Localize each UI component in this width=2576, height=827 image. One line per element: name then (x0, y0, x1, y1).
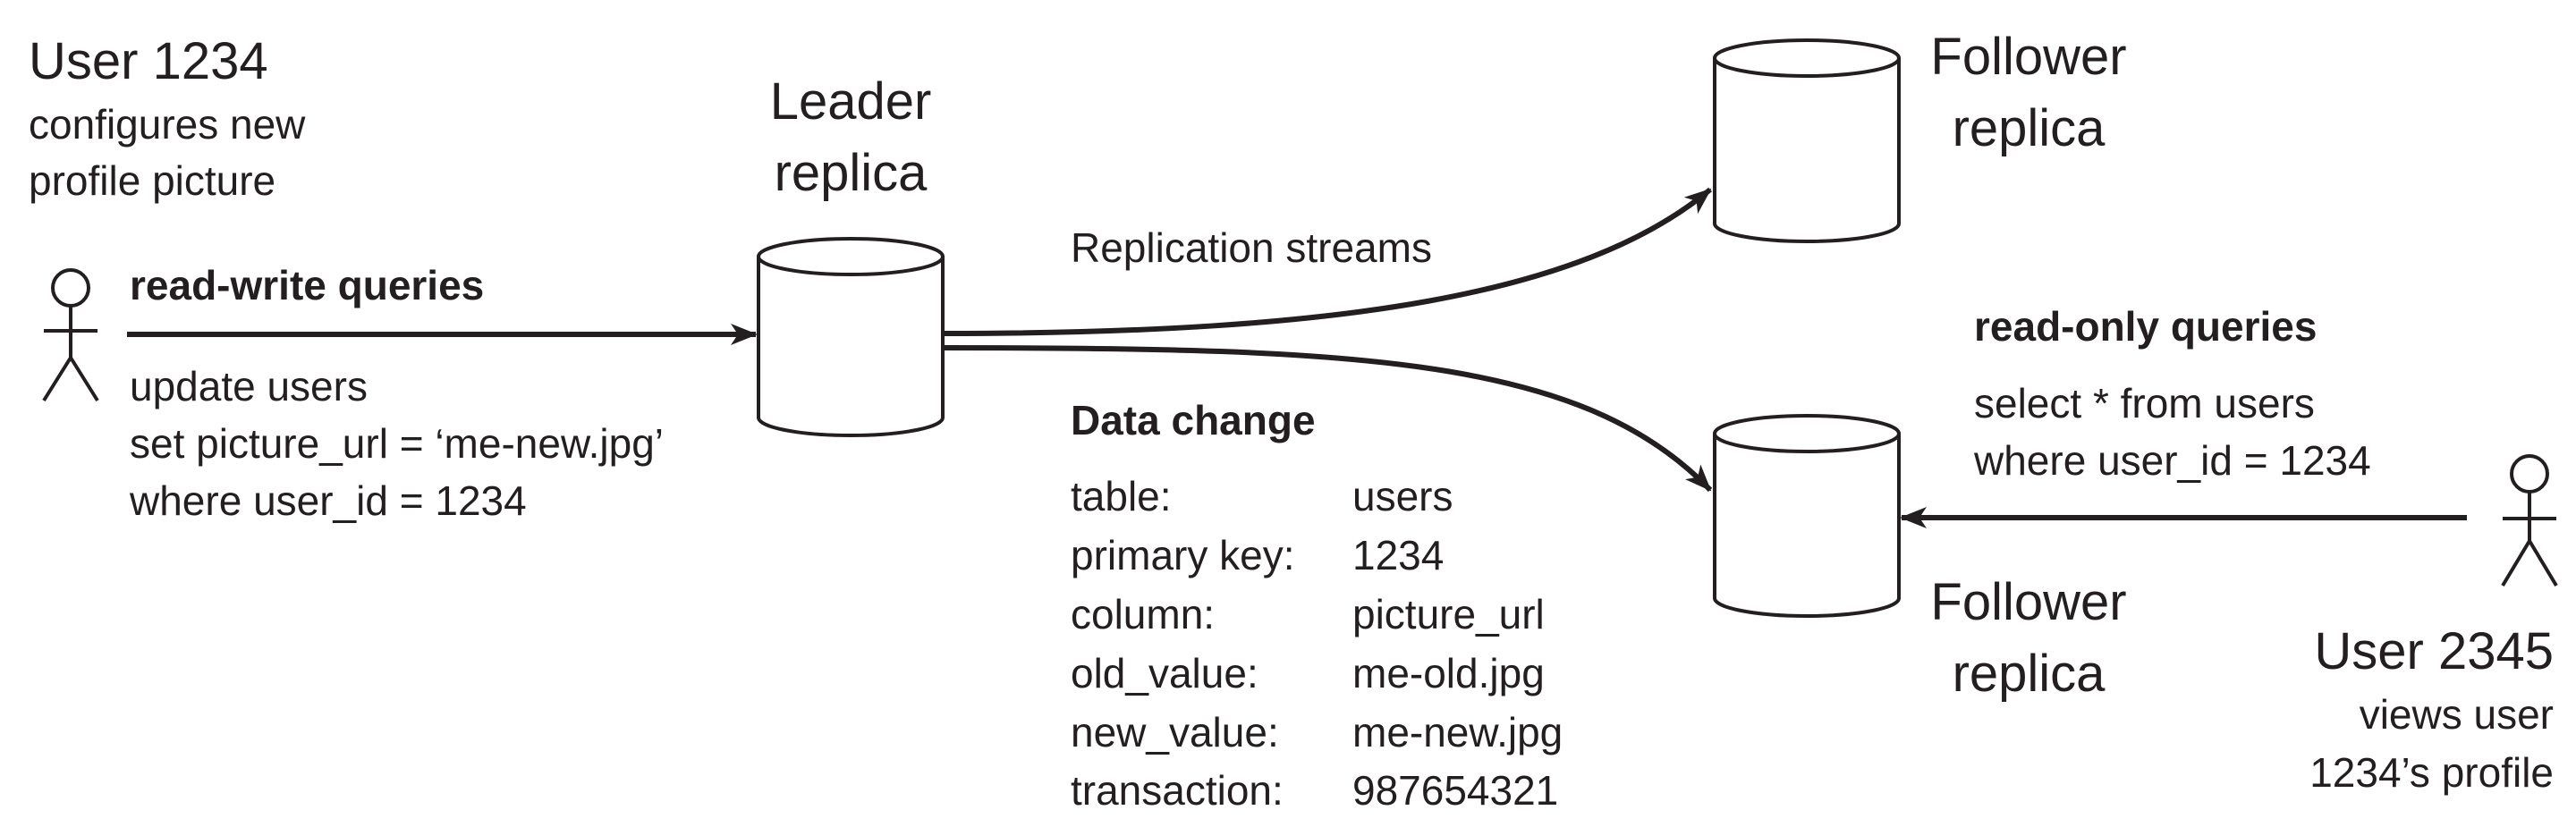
write-query-line1: update users (130, 363, 368, 409)
data-change-heading: Data change (1071, 397, 1316, 443)
user-1234-action-line2: profile picture (29, 157, 275, 204)
leader-label-line1: Leader (770, 72, 932, 131)
user-1234-stick-figure-icon (42, 268, 99, 402)
user-2345-stick-figure-icon (2501, 454, 2558, 587)
read-query-line1: select * from users (1974, 380, 2315, 426)
follower-top-label-line1: Follower (1930, 28, 2126, 86)
data-change-key: new_value: (1071, 709, 1279, 755)
data-change-key: old_value: (1071, 650, 1258, 696)
follower-top-database-icon (1713, 38, 1901, 243)
follower-bottom-label-line2: replica (1953, 645, 2106, 703)
data-change-key: transaction: (1071, 767, 1284, 814)
replication-stream-to-top-follower (942, 187, 1712, 336)
data-change-key: column: (1071, 591, 1215, 637)
replication-streams-label: Replication streams (1071, 224, 1432, 271)
follower-bottom-database-icon (1713, 414, 1901, 618)
leader-label-line2: replica (775, 144, 928, 202)
leader-database-icon (757, 237, 945, 437)
user-2345-action-line1: views user (2360, 691, 2554, 738)
data-change-value: picture_url (1352, 591, 1545, 637)
data-change-value: me-old.jpg (1352, 650, 1545, 696)
data-change-table: table: users primary key: 1234 column: p… (1071, 473, 1563, 814)
replication-stream-to-bottom-follower (942, 345, 1713, 493)
data-change-value: me-new.jpg (1352, 709, 1563, 755)
user-1234-action-line1: configures new (29, 101, 306, 148)
data-change-key: table: (1071, 473, 1172, 519)
write-query-line2: set picture_url = ‘me-new.jpg’ (130, 420, 664, 467)
follower-top-label-line2: replica (1953, 99, 2106, 157)
data-change-key: primary key: (1071, 532, 1294, 578)
data-change-value: 987654321 (1352, 767, 1558, 814)
user-2345-action-line2: 1234’s profile (2309, 749, 2554, 796)
write-query-line3: where user_id = 1234 (129, 477, 527, 524)
write-query-heading: read-write queries (130, 262, 484, 308)
follower-bottom-label-line1: Follower (1930, 573, 2126, 631)
user-1234-name: User 1234 (29, 32, 268, 90)
read-query-heading: read-only queries (1974, 303, 2317, 350)
data-change-value: users (1352, 473, 1453, 519)
user-2345-name: User 2345 (2314, 622, 2554, 680)
data-change-value: 1234 (1352, 532, 1444, 578)
read-query-line2: where user_id = 1234 (1973, 437, 2371, 484)
